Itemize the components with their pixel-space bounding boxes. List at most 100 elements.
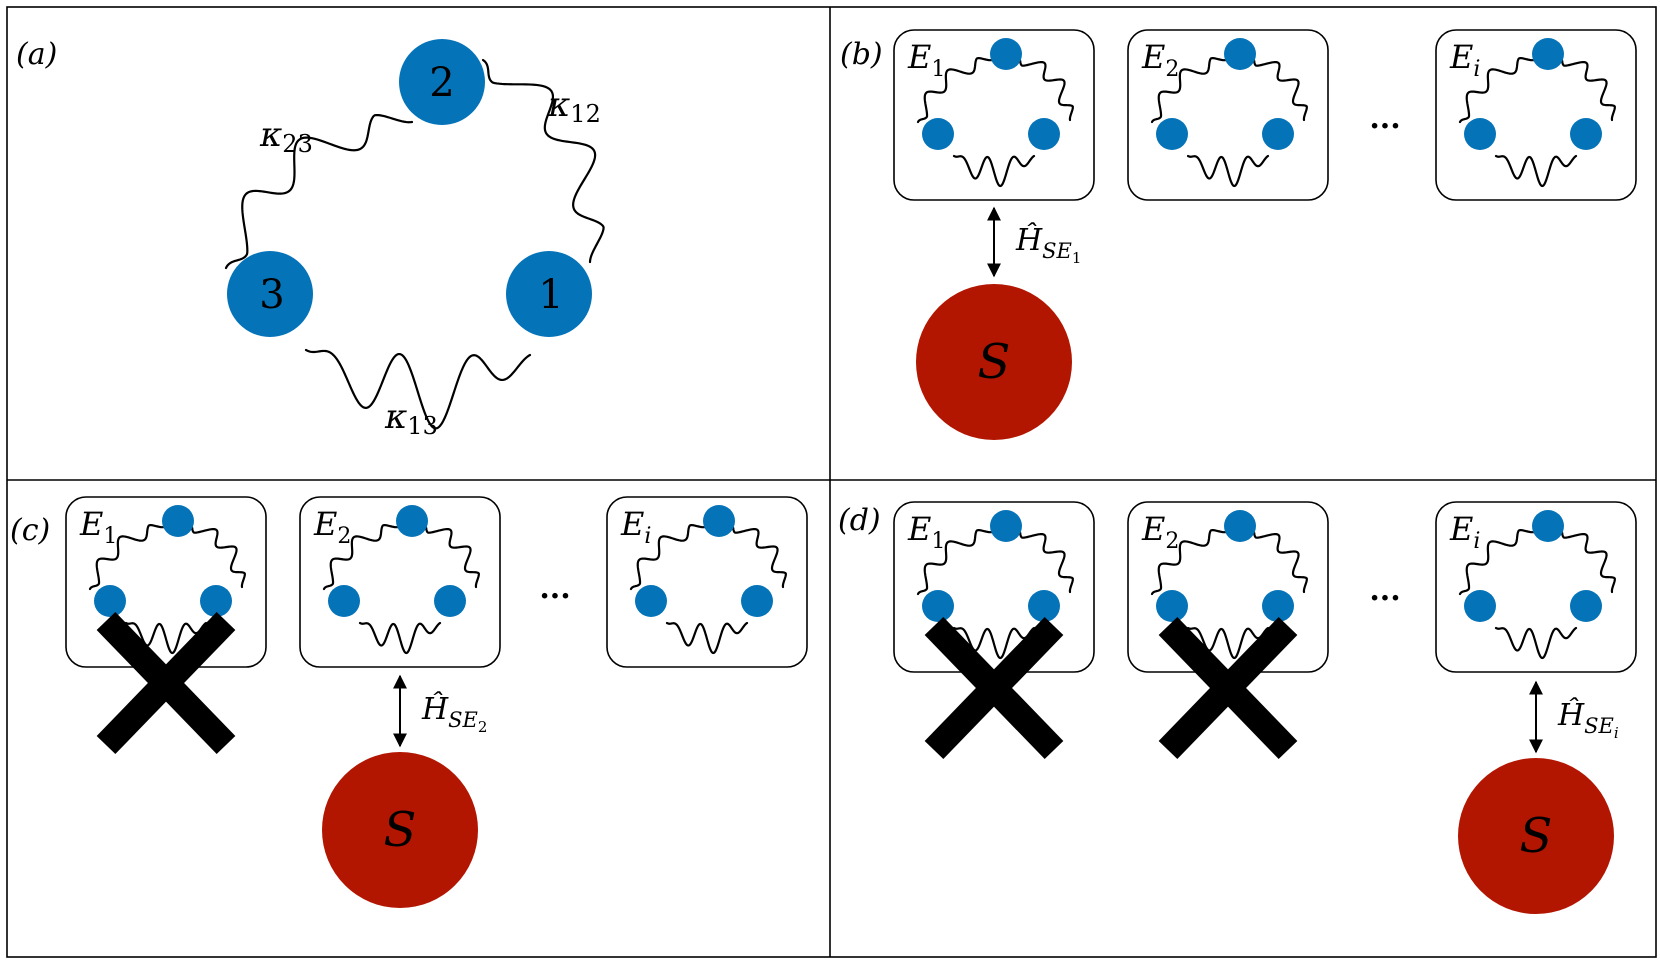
environment-box xyxy=(1435,501,1637,673)
env-node xyxy=(1156,590,1188,622)
env-wire xyxy=(124,621,208,655)
panel-b-label: (b) xyxy=(840,37,883,72)
environment-1: E1 xyxy=(893,501,1095,760)
coupling-label-12: κ12 xyxy=(547,85,601,128)
coupling-hamiltonian: ĤSEi xyxy=(1557,697,1619,742)
system-label: S xyxy=(1520,808,1553,864)
env-wire xyxy=(322,524,400,591)
coupling-wire-13 xyxy=(304,348,532,430)
panel-grid xyxy=(6,6,1657,958)
env-node xyxy=(396,505,428,537)
environment-box xyxy=(299,496,501,668)
environment-2: E2 xyxy=(299,496,501,668)
env-wire xyxy=(665,621,749,655)
system-node xyxy=(916,284,1072,440)
env-wire xyxy=(358,621,442,655)
env-node xyxy=(1570,590,1602,622)
panel-c-label: (c) xyxy=(10,513,50,548)
env-node xyxy=(94,585,126,617)
env-wire xyxy=(729,523,787,589)
env-node xyxy=(1224,510,1256,542)
node-3-label: 3 xyxy=(259,272,284,318)
env-wire xyxy=(1494,626,1578,660)
env-label: Ei xyxy=(1449,510,1480,554)
panel-a-graph: 2 3 1 κ12 κ23 κ13 xyxy=(224,39,605,440)
env-node xyxy=(1224,38,1256,70)
env-node xyxy=(1028,590,1060,622)
env-label: Ei xyxy=(1449,38,1480,82)
env-label: E2 xyxy=(1141,510,1179,554)
env-node xyxy=(1262,118,1294,150)
env-wire xyxy=(188,523,246,589)
node-1 xyxy=(506,251,592,337)
environment-2: E2 xyxy=(1127,501,1329,760)
env-node xyxy=(703,505,735,537)
node-3 xyxy=(227,251,313,337)
cross-mark xyxy=(1158,616,1298,760)
env-wire xyxy=(1150,57,1228,124)
environment-box xyxy=(606,496,808,668)
node-1-label: 1 xyxy=(538,272,563,318)
env-node xyxy=(162,505,194,537)
env-label: E1 xyxy=(907,510,945,554)
env-wire xyxy=(1250,56,1308,122)
cross-mark xyxy=(96,611,236,755)
environment-2: E2 xyxy=(1127,29,1329,201)
ellipsis: ... xyxy=(539,571,570,606)
env-wire xyxy=(1186,626,1270,660)
env-node xyxy=(434,585,466,617)
node-2 xyxy=(399,39,485,125)
environment-i: Ei xyxy=(606,496,808,668)
panel-labels: (a) xyxy=(16,37,57,72)
panel-d-label: (d) xyxy=(838,503,881,538)
system-label: S xyxy=(978,334,1011,390)
env-node xyxy=(1570,118,1602,150)
env-node xyxy=(328,585,360,617)
ellipsis: ... xyxy=(1369,573,1400,608)
coupling-wire-12 xyxy=(481,58,605,264)
env-node xyxy=(1156,118,1188,150)
environment-i: Ei xyxy=(1435,29,1637,201)
system-node xyxy=(322,752,478,908)
env-wire xyxy=(1150,529,1228,596)
env-node xyxy=(1532,38,1564,70)
env-wire xyxy=(1494,154,1578,188)
env-label: E2 xyxy=(1141,38,1179,82)
environment-box xyxy=(1435,29,1637,201)
panel-a-label: (a) xyxy=(16,37,57,72)
coupling-hamiltonian: ĤSE2 xyxy=(421,691,487,736)
env-node xyxy=(990,510,1022,542)
env-wire xyxy=(916,57,994,124)
env-node xyxy=(990,38,1022,70)
env-wire xyxy=(422,523,480,589)
env-node xyxy=(1532,510,1564,542)
env-wire xyxy=(1250,528,1308,594)
env-wire xyxy=(1558,528,1616,594)
environment-1: E1 xyxy=(893,29,1095,201)
env-label: E2 xyxy=(313,505,351,549)
environment-1: E1 xyxy=(65,496,267,755)
env-node xyxy=(1464,590,1496,622)
system-node xyxy=(1458,758,1614,914)
env-node xyxy=(1464,118,1496,150)
env-node xyxy=(922,118,954,150)
env-node xyxy=(635,585,667,617)
env-wire xyxy=(952,626,1036,660)
env-node xyxy=(200,585,232,617)
env-wire xyxy=(629,524,707,591)
environment-i: Ei xyxy=(1435,501,1637,673)
environment-box xyxy=(893,29,1095,201)
env-node xyxy=(922,590,954,622)
env-wire xyxy=(1458,529,1536,596)
ellipsis: ... xyxy=(1369,101,1400,136)
cross-mark xyxy=(924,616,1064,760)
env-wire xyxy=(1186,154,1270,188)
env-label: E1 xyxy=(79,505,117,549)
node-2-label: 2 xyxy=(429,60,454,106)
env-node xyxy=(741,585,773,617)
env-wire xyxy=(952,154,1036,188)
